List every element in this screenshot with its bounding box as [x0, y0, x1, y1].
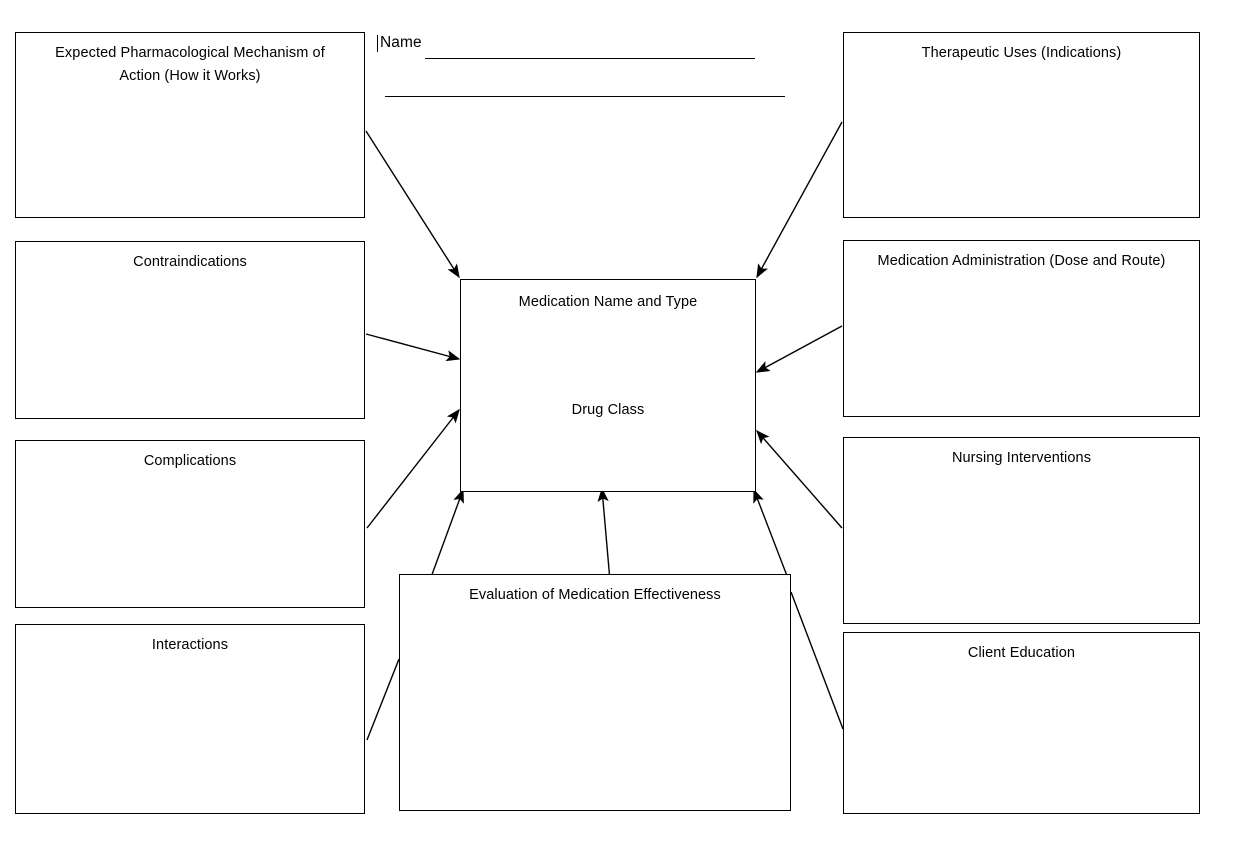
box-mechanism-of-action[interactable]: Expected Pharmacological Mechanism of Ac… [15, 32, 365, 218]
name-field-area: Name [377, 34, 800, 114]
connector-contraindications-to-center [365, 333, 461, 362]
box-label-complications: Complications [143, 453, 237, 469]
box-label-client-education: Client Education [967, 645, 1076, 661]
box-label-mechanism-of-action: Expected Pharmacological Mechanism of Ac… [55, 45, 325, 84]
box-label-nursing-interventions: Nursing Interventions [951, 450, 1092, 466]
connector-interactions-to-evaluation [366, 658, 400, 741]
box-medication-administration[interactable]: Medication Administration (Dose and Rout… [843, 240, 1200, 417]
box-contraindications[interactable]: Contraindications [15, 241, 365, 419]
box-label-medication-name-and-type: Medication Name and Type [518, 294, 698, 310]
text-caret [377, 35, 378, 52]
box-label-evaluation-of-effectiveness: Evaluation of Medication Effectiveness [469, 587, 721, 603]
box-medication-center[interactable]: Medication Name and Type Drug Class [460, 279, 756, 492]
connector-nursing-interventions-to-center [756, 429, 843, 529]
box-label-drug-class: Drug Class [571, 401, 645, 418]
connector-medication-administration-to-center [755, 325, 843, 373]
connector-complications-to-center [366, 408, 460, 529]
box-complications[interactable]: Complications [15, 440, 365, 608]
box-evaluation-of-effectiveness[interactable]: Evaluation of Medication Effectiveness [399, 574, 791, 811]
name-input-rule-2[interactable] [385, 96, 785, 97]
name-label: Name [380, 34, 422, 51]
name-label-row: Name [377, 34, 422, 52]
box-nursing-interventions[interactable]: Nursing Interventions [843, 437, 1200, 624]
box-client-education[interactable]: Client Education [843, 632, 1200, 814]
box-label-therapeutic-uses: Therapeutic Uses (Indications) [921, 45, 1122, 61]
name-input-rule-1[interactable] [425, 58, 755, 59]
box-label-interactions: Interactions [151, 637, 229, 653]
connector-evaluation-to-center-left [429, 488, 464, 581]
connector-evaluation-to-center-middle [597, 487, 611, 582]
box-interactions[interactable]: Interactions [15, 624, 365, 814]
box-label-medication-administration: Medication Administration (Dose and Rout… [877, 253, 1166, 269]
box-therapeutic-uses[interactable]: Therapeutic Uses (Indications) [843, 32, 1200, 218]
connector-client-education-to-evaluation [790, 591, 844, 730]
box-label-contraindications: Contraindications [133, 254, 247, 270]
connector-therapeutic-uses-to-center [756, 121, 843, 279]
connector-mechanism-to-center [365, 130, 460, 279]
connector-evaluation-to-center-right [753, 488, 790, 582]
